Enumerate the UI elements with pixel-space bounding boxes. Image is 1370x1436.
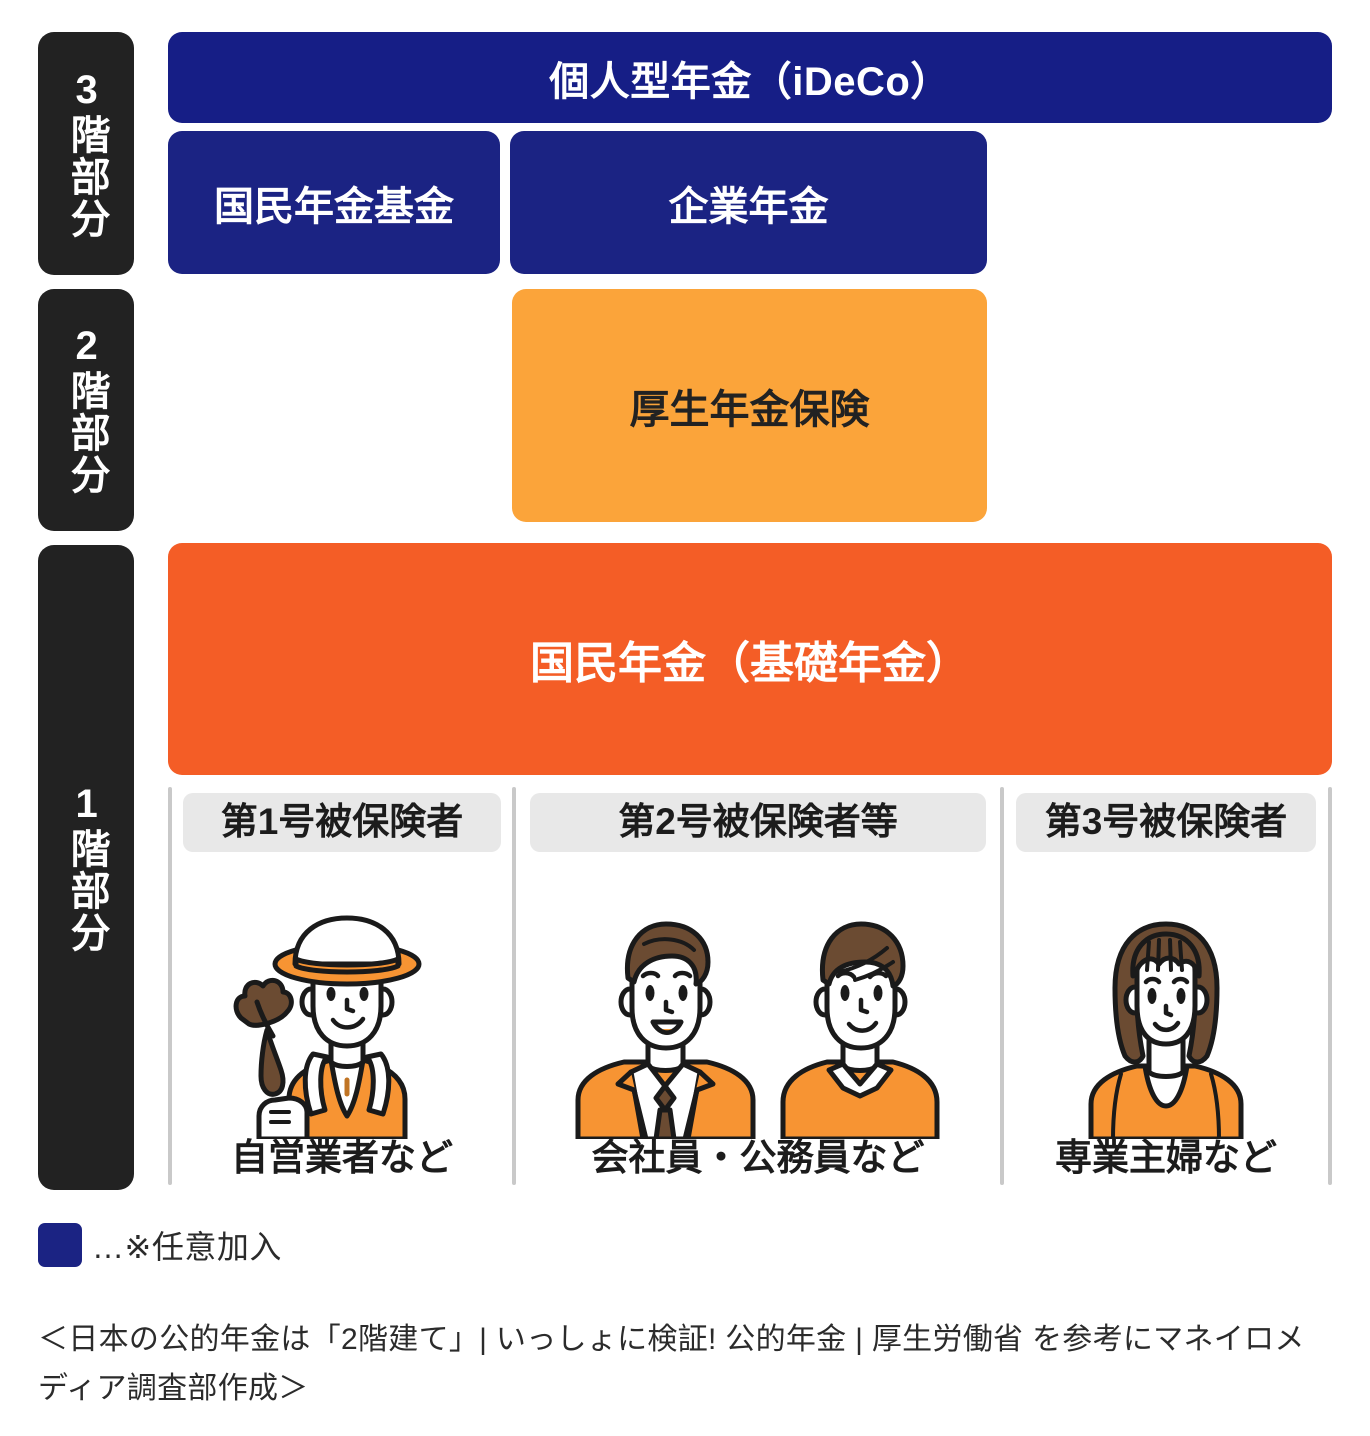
column-divider xyxy=(512,787,516,1185)
pension-box-ideco-label: 個人型年金（iDeCo） xyxy=(549,59,951,104)
insured-caption-category-3: 専業主婦など xyxy=(1055,1137,1277,1178)
pension-box-employees-pension-insurance: 厚生年金保険 xyxy=(512,289,987,522)
legend: …※任意加入 xyxy=(38,1222,282,1268)
tier-tab-2: 2階部分 xyxy=(38,289,134,531)
insured-badge-category-2: 第2号被保険者等 xyxy=(530,793,986,852)
insured-column-category-2: 第2号被保険者等 xyxy=(516,785,1000,1190)
woman-in-orange-top-illustration xyxy=(1088,921,1243,1139)
tier-tab-3-label: 3階部分 xyxy=(64,67,109,240)
insured-badge-category-1: 第1号被保険者 xyxy=(183,793,501,852)
figure-slot-category-1 xyxy=(168,852,516,1139)
man-in-sweater-illustration xyxy=(780,921,939,1139)
tier-tab-2-label: 2階部分 xyxy=(64,324,109,496)
column-divider xyxy=(1000,787,1004,1185)
pension-box-basic-national-pension-label: 国民年金（基礎年金） xyxy=(530,639,970,688)
source-note: ＜日本の公的年金は「2階建て」| いっしょに検証! 公的年金 | 厚生労働省 を… xyxy=(38,1323,1305,1405)
insured-caption-category-1: 自営業者など xyxy=(231,1137,453,1178)
insured-column-category-1: 第1号被保険者 xyxy=(168,785,516,1190)
tier-tab-1: 1階部分 xyxy=(38,545,134,1190)
column-divider xyxy=(1328,787,1332,1185)
legend-label: …※任意加入 xyxy=(92,1229,282,1265)
column-divider xyxy=(168,787,172,1185)
figure-slot-category-3 xyxy=(1000,852,1332,1139)
insured-column-category-3: 第3号被保険者 xyxy=(1000,785,1332,1190)
farmer-with-hat-illustration xyxy=(233,915,422,1139)
pension-box-national-pension-fund: 国民年金基金 xyxy=(168,131,500,274)
tier-tab-3: 3階部分 xyxy=(38,32,134,275)
pension-box-basic-national-pension: 国民年金（基礎年金） xyxy=(168,543,1332,775)
businessman-in-suit-illustration xyxy=(575,921,755,1139)
pension-box-ideco: 個人型年金（iDeCo） xyxy=(168,32,1332,123)
pension-structure-diagram: 3階部分 2階部分 1階部分 個人型年金（iDeCo） 国民年金基金 企業年金 … xyxy=(38,32,1332,1190)
legend-swatch-optional-enrollment xyxy=(38,1223,82,1267)
insured-caption-category-2: 会社員・公務員など xyxy=(591,1137,925,1178)
pension-box-corporate-pension-label: 企業年金 xyxy=(668,184,829,229)
insured-badge-category-3: 第3号被保険者 xyxy=(1016,793,1316,852)
pension-box-employees-pension-insurance-label: 厚生年金保険 xyxy=(629,387,870,432)
figure-slot-category-2 xyxy=(516,852,1000,1139)
tier-tab-1-label: 1階部分 xyxy=(64,781,109,954)
pension-box-national-pension-fund-label: 国民年金基金 xyxy=(214,184,454,229)
insured-person-columns: 第1号被保険者 xyxy=(168,785,1332,1190)
pension-box-corporate-pension: 企業年金 xyxy=(510,131,987,274)
